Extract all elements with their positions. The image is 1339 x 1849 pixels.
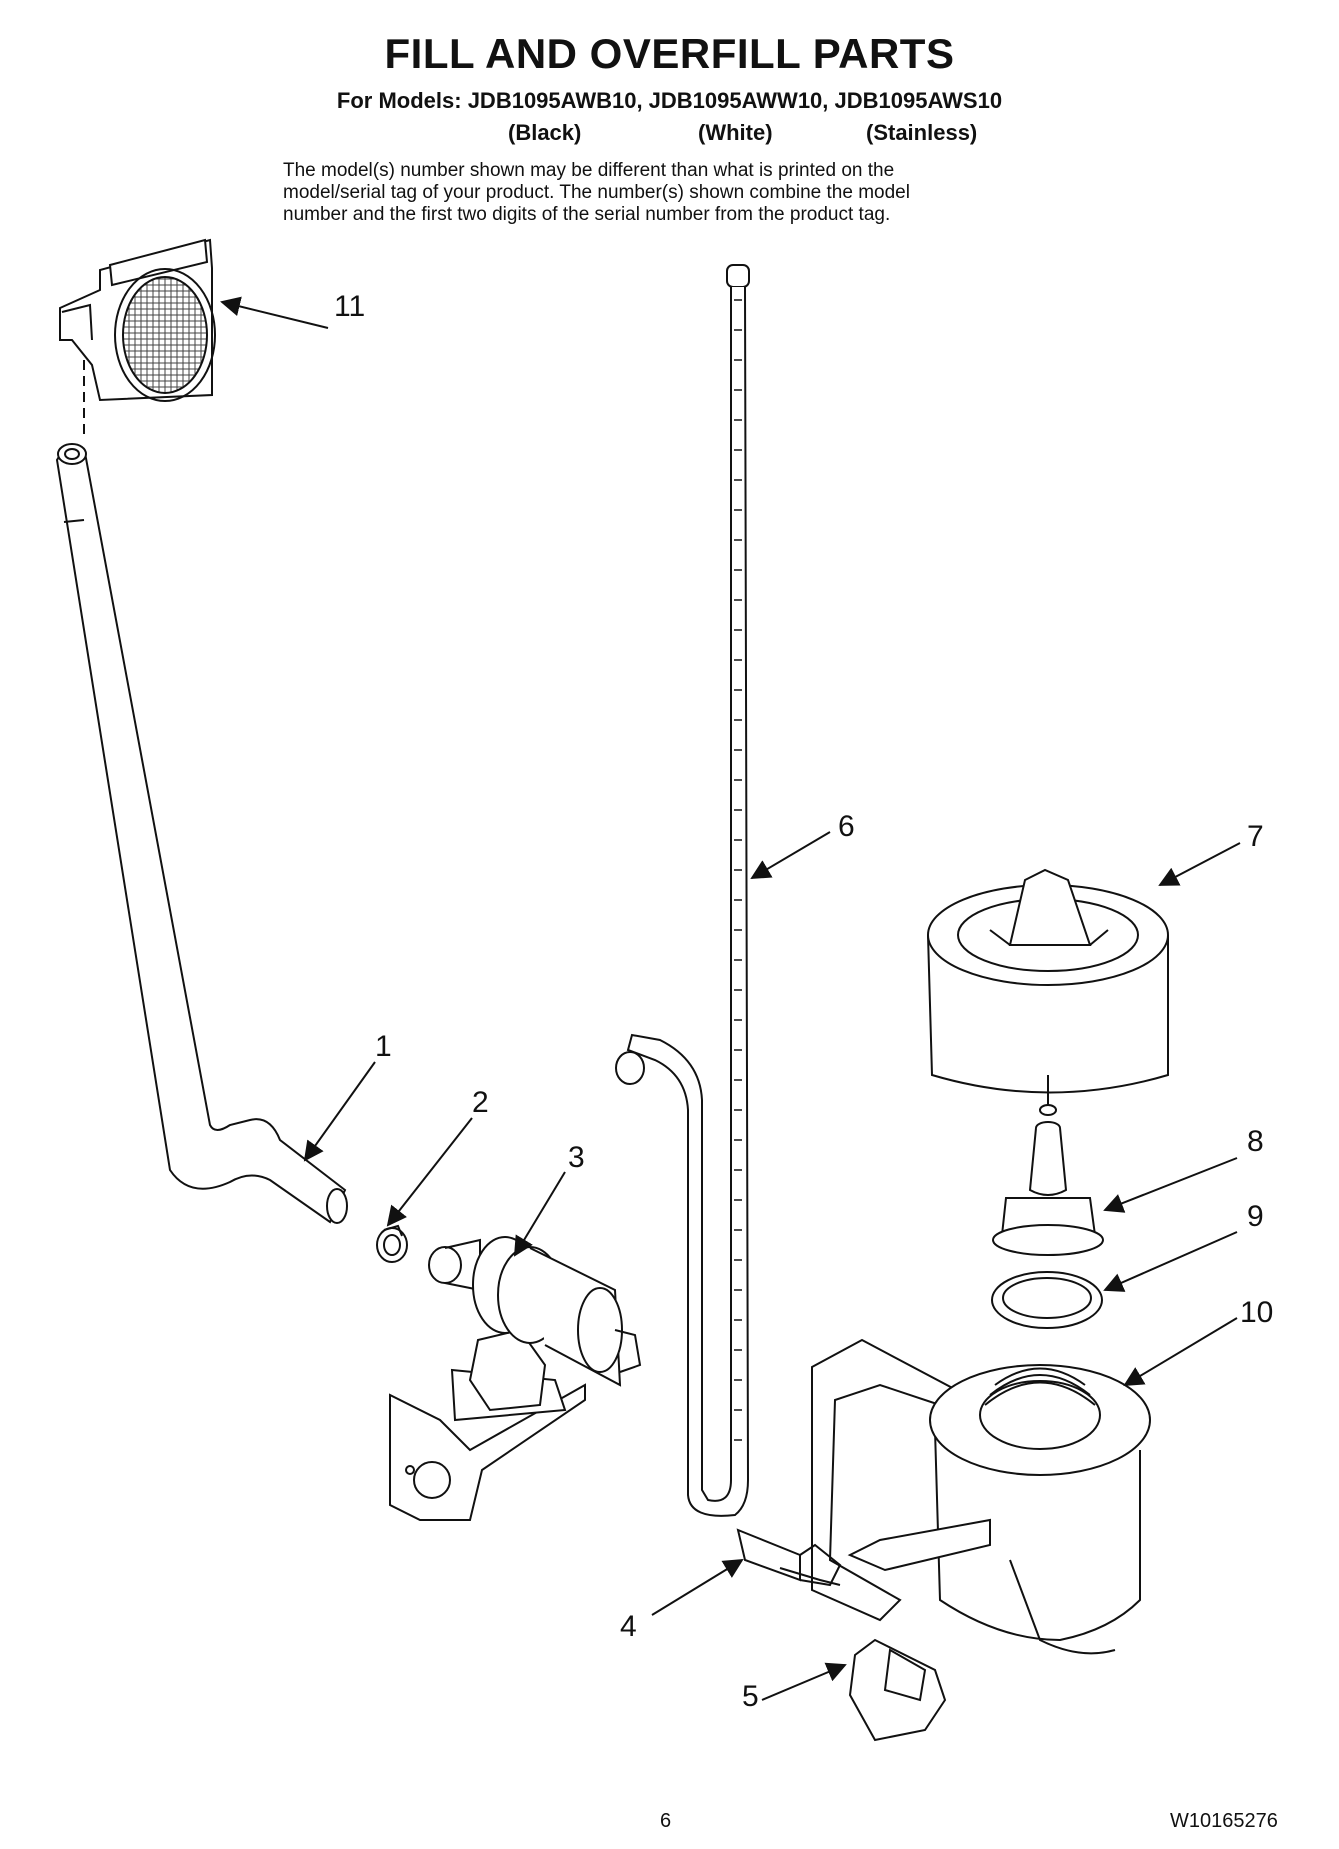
fill-hose-part <box>55 443 348 1224</box>
inlet-valve-part <box>389 1236 642 1521</box>
note-line: The model(s) number shown may be differe… <box>283 160 895 181</box>
leader-line-9 <box>1103 1231 1238 1292</box>
callout-9: 9 <box>1247 1200 1264 1233</box>
leader-line-7 <box>1158 842 1241 886</box>
float-part <box>927 868 1169 1116</box>
callout-8: 8 <box>1247 1125 1264 1158</box>
callout-5: 5 <box>742 1680 759 1713</box>
leader-line-5 <box>761 1662 847 1701</box>
callout-11: 11 <box>334 290 366 323</box>
clip-part <box>848 1638 947 1742</box>
micro-switch-part <box>736 1528 842 1587</box>
model-note: The model(s) number shown may be differe… <box>283 160 1083 226</box>
leader-line-8 <box>1103 1157 1238 1213</box>
callout-10: 10 <box>1240 1296 1274 1329</box>
leader-line-3 <box>513 1171 566 1257</box>
model-list: For Models: JDB1095AWB10, JDB1095AWW10, … <box>336 88 1003 113</box>
note-line: number and the first two digits of the s… <box>283 204 891 225</box>
leader-line-11 <box>220 296 329 329</box>
callout-1: 1 <box>375 1030 392 1063</box>
page-number: 6 <box>660 1810 672 1832</box>
leader-line-10 <box>1123 1317 1238 1387</box>
leader-line-1 <box>303 1061 376 1162</box>
callout-6: 6 <box>838 810 855 843</box>
callout-7: 7 <box>1247 820 1264 853</box>
leader-line-4 <box>651 1558 744 1616</box>
page-title: FILL AND OVERFILL PARTS <box>384 30 955 77</box>
callout-4: 4 <box>620 1610 637 1643</box>
variant-stainless: (Stainless) <box>866 120 978 145</box>
vent-housing-part <box>59 238 216 402</box>
float-housing-part <box>811 1338 1151 1655</box>
leader-line-2 <box>386 1117 473 1227</box>
variant-black: (Black) <box>508 120 582 145</box>
fill-tube-part <box>615 264 750 1517</box>
variant-white: (White) <box>698 120 773 145</box>
gasket-part <box>991 1271 1103 1329</box>
document-number: W10165276 <box>1170 1810 1278 1832</box>
hose-clamp-part <box>376 1224 408 1263</box>
note-line: model/serial tag of your product. The nu… <box>283 182 910 203</box>
callout-3: 3 <box>568 1141 585 1174</box>
callout-2: 2 <box>472 1086 489 1119</box>
leader-line-6 <box>750 831 831 880</box>
float-stem-nut-part <box>992 1121 1104 1256</box>
